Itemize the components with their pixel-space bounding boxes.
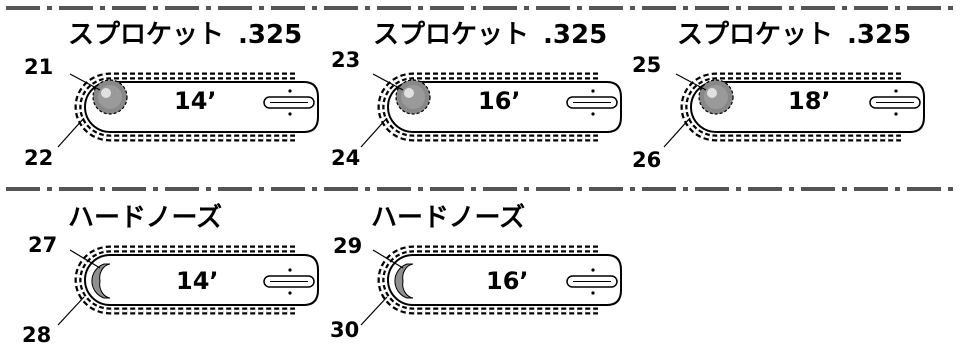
- pitch-label: .325: [847, 20, 912, 50]
- row2-header-2: ハードノーズ: [371, 203, 526, 233]
- row1-header-2: スプロケット .325: [373, 22, 607, 48]
- bar-length: 18’: [788, 87, 831, 115]
- sprocket-label: スプロケット: [373, 20, 530, 50]
- bar-length: 16’: [486, 267, 529, 295]
- part-number: 21: [24, 55, 54, 79]
- part-number: 27: [28, 233, 58, 257]
- sprocket-label: スプロケット: [68, 20, 225, 50]
- pitch-label: .325: [543, 20, 608, 50]
- part-number: 30: [330, 318, 360, 342]
- row2-header-1: ハードノーズ: [68, 203, 223, 233]
- bar-length: 14’: [174, 87, 217, 115]
- part-number: 24: [331, 146, 361, 170]
- part-number: 22: [24, 146, 54, 170]
- pitch-label: .325: [238, 20, 303, 50]
- part-number: 25: [632, 53, 662, 77]
- part-number: 23: [331, 48, 361, 72]
- bar-length: 14’: [176, 267, 219, 295]
- sprocket-label: スプロケット: [677, 20, 834, 50]
- part-number: 26: [632, 148, 662, 172]
- bar-length: 16’: [478, 87, 521, 115]
- part-number: 29: [333, 234, 363, 258]
- part-number: 28: [22, 323, 52, 347]
- row1-header-1: スプロケット .325: [68, 22, 302, 48]
- row1-header-3: スプロケット .325: [677, 22, 911, 48]
